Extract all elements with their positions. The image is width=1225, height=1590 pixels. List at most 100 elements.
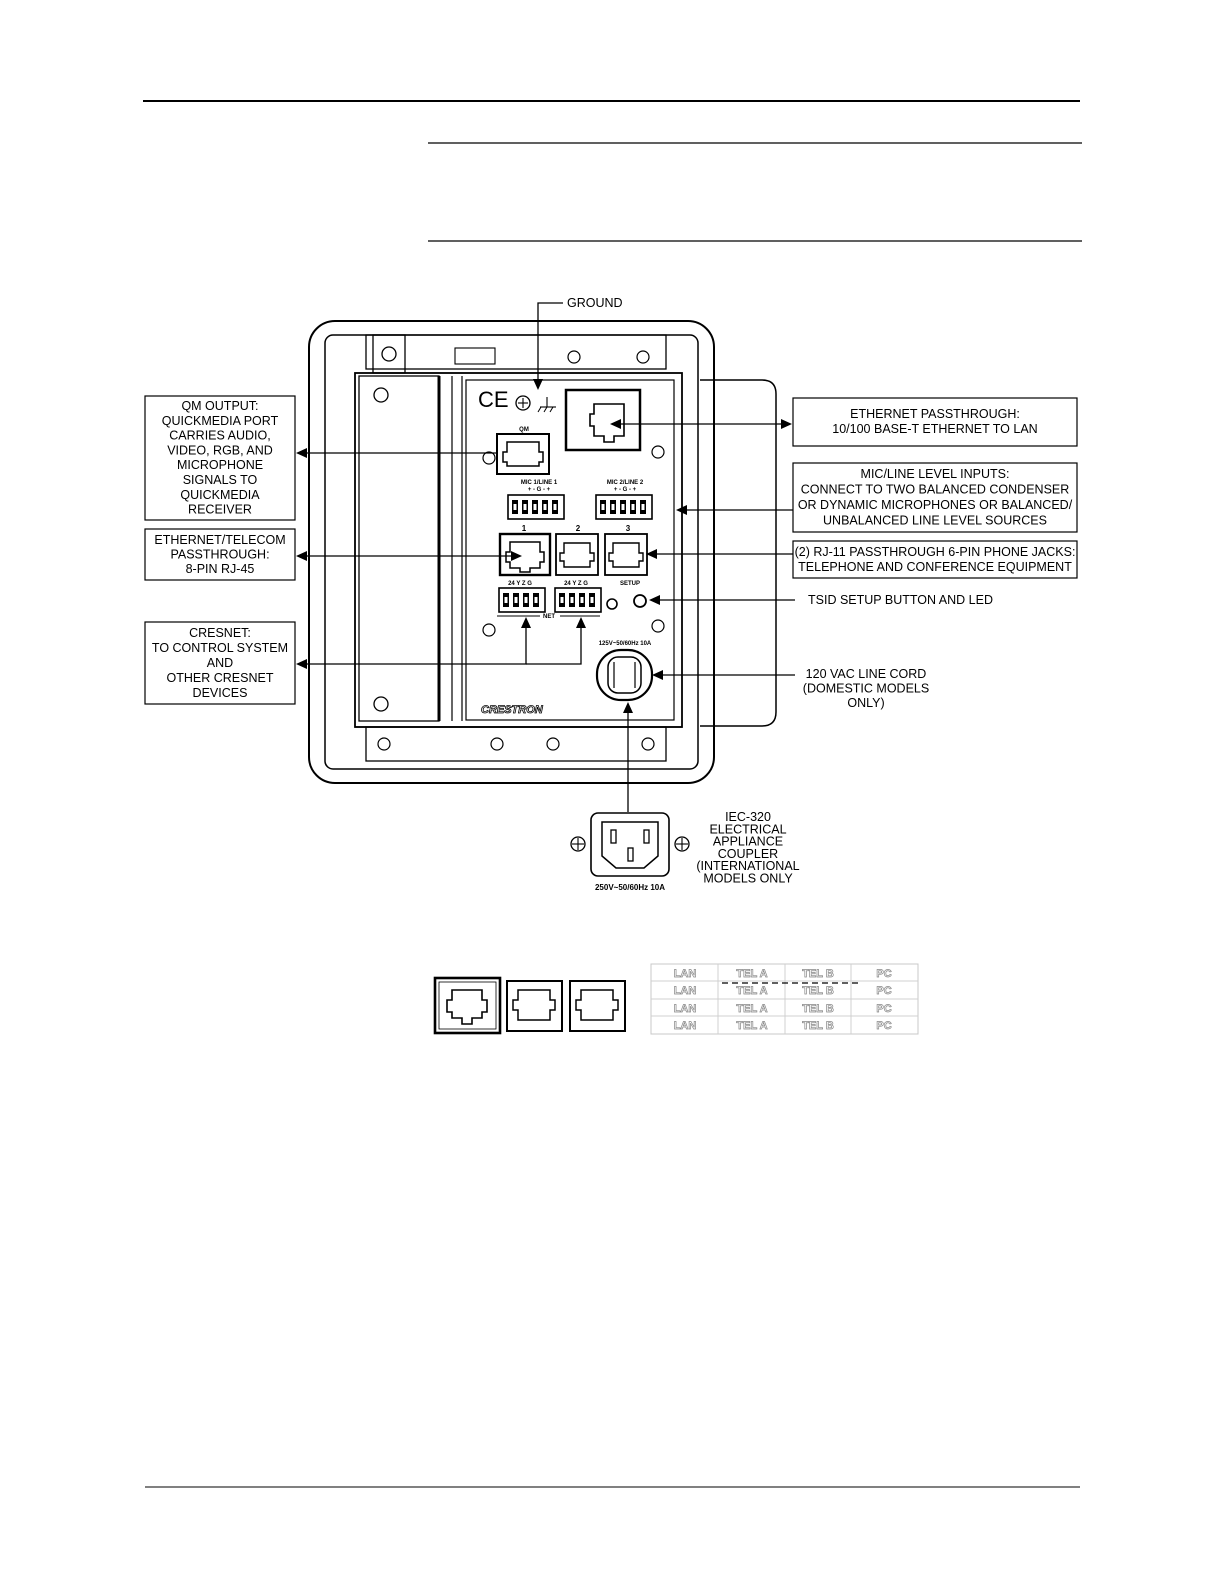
port1-rj45: [498, 532, 552, 577]
iec-line: APPLIANCE: [713, 835, 783, 849]
cresnet-line: AND: [207, 656, 233, 670]
iec-line: COUPLER: [718, 847, 778, 861]
net-label: NET: [543, 614, 555, 620]
ground-screw: [515, 395, 531, 411]
rj11-line: (2) RJ-11 PASSTHROUGH 6-PIN PHONE JACKS:: [795, 545, 1076, 559]
ce-mark: CE: [478, 387, 509, 412]
backbox-flange: [700, 379, 777, 727]
rj11-callout: (2) RJ-11 PASSTHROUGH 6-PIN PHONE JACKS:…: [795, 545, 1076, 574]
bracket-screw-3: [636, 350, 650, 364]
strip-label-pc: PC: [876, 1020, 891, 1032]
tsid-setup-callout: TSID SETUP BUTTON AND LED: [808, 593, 993, 607]
mic2-label: MIC 2/LINE 2: [607, 480, 644, 486]
qm-output-line: VIDEO, RGB, AND: [167, 443, 273, 457]
cresnet-line: TO CONTROL SYSTEM: [152, 641, 288, 655]
strip-label-tel-a: TEL A: [736, 1003, 767, 1015]
bottom-screw-1: [377, 737, 391, 751]
iec-rating: 250V~50/60Hz 10A: [595, 883, 665, 892]
strip-label-tel-a: TEL A: [736, 1020, 767, 1032]
top-bracket: [365, 334, 667, 370]
ethernet-passthrough-box: [792, 397, 1078, 447]
net2-terminal-block: [554, 587, 602, 613]
ethernet-passthrough-port: [564, 388, 642, 452]
rj11-box: [792, 540, 1078, 579]
net1-terminal-block: [498, 587, 546, 613]
iec-line: (INTERNATIONAL: [696, 859, 799, 873]
cresnet-line: DEVICES: [193, 686, 248, 700]
iec-line: MODELS ONLY: [703, 872, 793, 886]
port3-rj11: [604, 533, 648, 576]
brand-logo: CRESTRON: [481, 704, 544, 716]
mic1-pins: + - G - +: [528, 487, 551, 493]
port1-number: 1: [522, 524, 527, 533]
iec-line: IEC-320: [725, 810, 771, 824]
cresnet-line: OTHER CRESNET: [167, 671, 274, 685]
bracket-screw-2: [567, 350, 581, 364]
qm-output-line: QM OUTPUT:: [181, 399, 258, 413]
faceplate-screw-2: [651, 445, 665, 459]
mic1-label: MIC 1/LINE 1: [521, 480, 558, 486]
cresnet-box: [144, 621, 296, 705]
ethernet-passthrough-line: ETHERNET PASSTHROUGH:: [850, 407, 1020, 421]
mic-line-box: [792, 462, 1078, 533]
strip-label-tel-b: TEL B: [802, 968, 834, 980]
mic2-pins: + - G - +: [614, 487, 637, 493]
bottom-bracket: [365, 726, 667, 762]
iec-coupler: [570, 812, 690, 877]
ethernet-telecom-line: ETHERNET/TELECOM: [154, 533, 285, 547]
setup-label: SETUP: [620, 581, 640, 587]
ethernet-passthrough-line: 10/100 BASE-T ETHERNET TO LAN: [832, 422, 1037, 436]
hinge-door: [358, 375, 440, 722]
strip-label-pc: PC: [876, 985, 891, 997]
net2-pins: 24 Y Z G: [564, 581, 588, 587]
qm-port: [496, 433, 550, 475]
mic-line-inputs-line: OR DYNAMIC MICROPHONES OR BALANCED/: [798, 498, 1073, 512]
strip-label-tel-a: TEL A: [736, 985, 767, 997]
qm-jack: [502, 441, 544, 467]
mic-line-inputs-line: MIC/LINE LEVEL INPUTS:: [861, 467, 1010, 481]
outer-frame: [308, 320, 715, 784]
bottom-screw-2: [490, 737, 504, 751]
strip-label-lan: LAN: [674, 1020, 697, 1032]
ethernet-passthrough-callout: ETHERNET PASSTHROUGH:10/100 BASE-T ETHER…: [832, 407, 1037, 436]
ground-callout: GROUND: [567, 296, 623, 310]
cresnet-line: CRESNET:: [189, 626, 251, 640]
strip-label-tel-b: TEL B: [802, 1020, 834, 1032]
bracket-clamp: [372, 334, 406, 374]
setup-led: [606, 598, 618, 610]
iec-line: ELECTRICAL: [709, 822, 786, 836]
bracket-tab: [454, 347, 496, 365]
strip-label-lan: LAN: [674, 1003, 697, 1015]
strip-label-lan: LAN: [674, 985, 697, 997]
qm-output-box: [144, 395, 296, 521]
faceplate-screw-1: [482, 451, 496, 465]
qm-output-line: MICROPHONE: [177, 458, 263, 472]
net1-pins: 24 Y Z G: [508, 581, 532, 587]
faceplate-screw-3: [482, 623, 496, 637]
door-screw-bottom: [373, 696, 389, 712]
jack-inserts: [433, 976, 626, 1035]
line-cord-line: 120 VAC LINE CORD: [806, 667, 927, 681]
ethernet-telecom-line: PASSTHROUGH:: [170, 548, 269, 562]
faceplate: [465, 379, 675, 721]
qm-output-line: QUICKMEDIA PORT: [162, 414, 279, 428]
strip-label-tel-b: TEL B: [802, 1003, 834, 1015]
power-rating-label: 125V~50/60Hz 10A: [599, 641, 652, 647]
strip-label-lan: LAN: [674, 968, 697, 980]
bottom-screw-4: [641, 737, 655, 751]
strip-label-tel-b: TEL B: [802, 985, 834, 997]
label-strip: [650, 963, 919, 1035]
rj45-jack-upper: [589, 403, 625, 443]
ethernet-telecom-line: 8-PIN RJ-45: [186, 562, 255, 576]
mic-line-inputs-line: CONNECT TO TWO BALANCED CONDENSER: [801, 483, 1070, 497]
port2-rj11: [555, 533, 599, 576]
rj11-line: TELEPHONE AND CONFERENCE EQUIPMENT: [798, 560, 1072, 574]
port3-number: 3: [626, 524, 631, 533]
port2-number: 2: [576, 524, 581, 533]
